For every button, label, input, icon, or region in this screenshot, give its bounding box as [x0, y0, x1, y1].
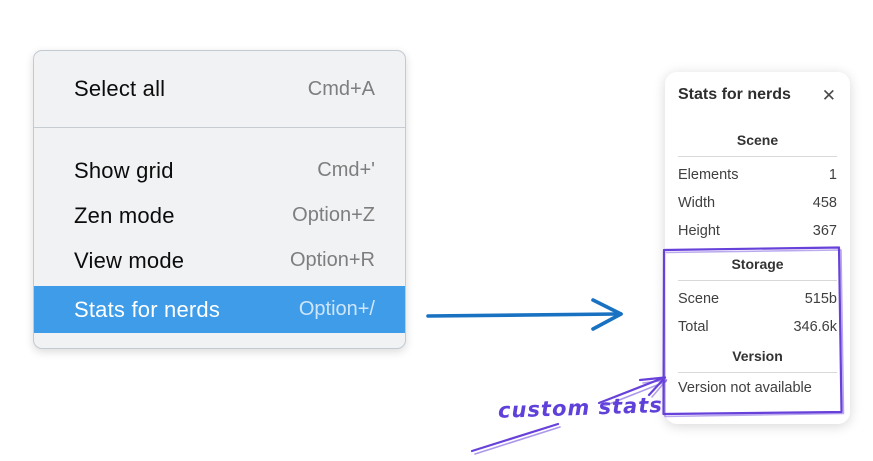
- stat-value: 367: [812, 223, 837, 239]
- stats-panel: Stats for nerds ✕ Scene Elements 1 Width…: [665, 72, 850, 424]
- menu-item-label: View mode: [74, 247, 185, 273]
- stat-label: Elements: [678, 167, 739, 183]
- panel-title: Stats for nerds: [678, 86, 791, 103]
- menu-item-shortcut: Option+R: [289, 249, 375, 271]
- menu-item-view-mode[interactable]: View mode Option+R: [34, 238, 405, 283]
- section-divider: [678, 372, 837, 373]
- stat-label: Height: [678, 223, 720, 239]
- menu-item-shortcut: Option+/: [298, 298, 375, 320]
- menu-item-select-all[interactable]: Select all Cmd+A: [34, 51, 405, 127]
- context-menu: Select all Cmd+A Show grid Cmd+' Zen mod…: [33, 50, 406, 349]
- stat-value: 458: [812, 195, 837, 211]
- stat-label: Scene: [678, 291, 720, 307]
- stat-value: 515b: [804, 291, 837, 307]
- stat-value: 1: [828, 167, 837, 183]
- stat-row-scene-storage: Scene 515b: [665, 285, 850, 313]
- stat-row-elements: Elements 1: [665, 161, 850, 189]
- stat-row-total-storage: Total 346.6k: [665, 313, 850, 341]
- menu-item-stats-for-nerds[interactable]: Stats for nerds Option+/: [34, 286, 405, 333]
- stat-value: 346.6k: [793, 319, 837, 335]
- menu-item-label: Stats for nerds: [74, 296, 221, 322]
- menu-item-zen-mode[interactable]: Zen mode Option+Z: [34, 193, 405, 238]
- menu-item-show-grid[interactable]: Show grid Cmd+': [34, 148, 405, 193]
- menu-item-label: Select all: [74, 76, 166, 101]
- section-heading-scene: Scene: [736, 132, 779, 148]
- stat-row-width: Width 458: [665, 189, 850, 217]
- section-divider: [678, 280, 837, 281]
- custom-stats-annotation-label: custom stats: [497, 393, 664, 423]
- section-divider: [678, 156, 837, 157]
- menu-item-shortcut: Cmd+': [317, 159, 375, 181]
- stats-panel-header: Stats for nerds ✕: [665, 72, 850, 104]
- version-note: Version not available: [678, 380, 812, 396]
- menu-item-label: Show grid: [74, 157, 174, 183]
- section-heading-storage: Storage: [731, 256, 784, 272]
- section-heading-version: Version: [732, 348, 783, 364]
- stat-label: Width: [678, 195, 716, 211]
- menu-item-shortcut: Cmd+A: [307, 77, 375, 100]
- menu-separator: [34, 127, 405, 128]
- blue-arrow: [426, 298, 623, 331]
- menu-item-shortcut: Option+Z: [292, 204, 375, 226]
- stat-label: Total: [678, 319, 709, 335]
- menu-group: Show grid Cmd+' Zen mode Option+Z View m…: [34, 128, 405, 333]
- menu-item-label: Zen mode: [74, 202, 175, 228]
- close-icon[interactable]: ✕: [821, 85, 836, 105]
- stat-row-height: Height 367: [665, 217, 850, 245]
